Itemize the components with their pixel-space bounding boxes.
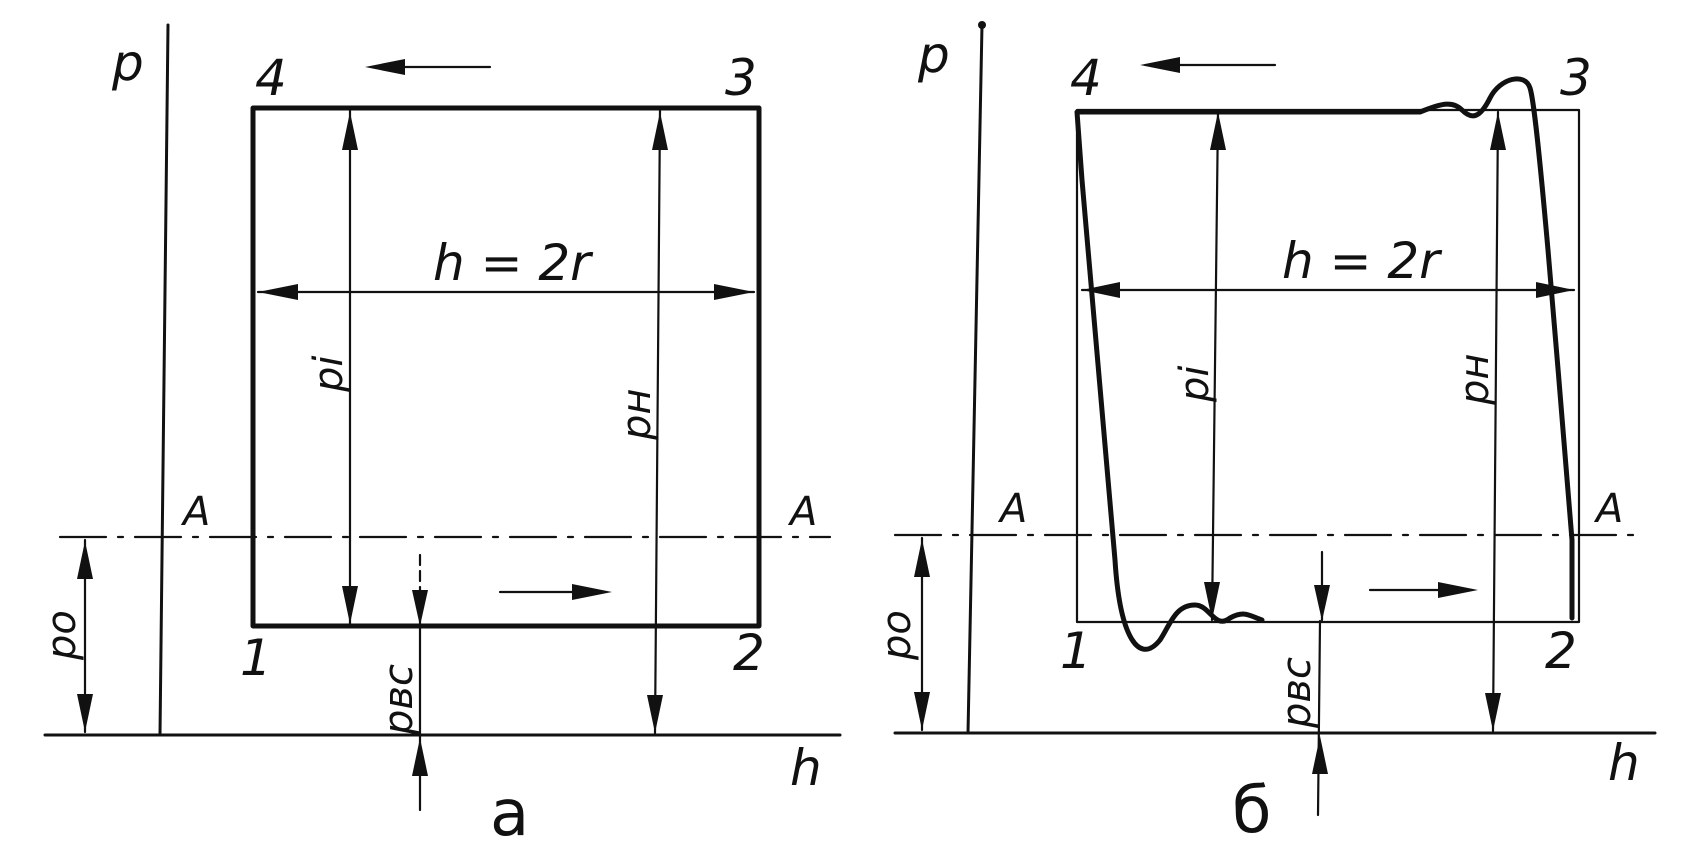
corner-4-label: 4 xyxy=(255,49,287,107)
pn-dimension-line xyxy=(1491,110,1500,733)
p-axis xyxy=(158,23,170,737)
line-A-left-label: A xyxy=(180,489,210,535)
arrow-right-icon xyxy=(1368,582,1478,598)
pi-label: pi xyxy=(306,355,352,393)
po-label: po xyxy=(39,610,85,661)
pi-dimension-line xyxy=(1210,110,1220,622)
corner-3-label: 3 xyxy=(1560,49,1592,107)
real-cycle xyxy=(1074,76,1575,652)
caption-a: а xyxy=(490,777,529,851)
pvs-dimension-line xyxy=(1316,619,1322,817)
p-axis xyxy=(966,23,984,735)
caption-b: б xyxy=(1232,774,1271,848)
pn-label: pн xyxy=(614,388,660,441)
pn-dimension-line xyxy=(653,108,662,735)
line-A-right-label: A xyxy=(787,489,817,535)
corner-3-label: 3 xyxy=(725,49,757,107)
line-A-right-label: A xyxy=(1593,486,1623,532)
diagram-b: p h 4 3 1 2 h = 2r A A pi pн po pвс б xyxy=(874,21,1657,848)
ideal-cycle xyxy=(250,105,762,629)
line-A-left-label: A xyxy=(997,486,1027,532)
stroke-label: h = 2r xyxy=(433,234,594,292)
ideal-cycle xyxy=(1075,108,1581,624)
arrow-left-icon xyxy=(1140,57,1277,73)
p-axis-label: p xyxy=(917,26,950,84)
pn-label: pн xyxy=(1452,353,1498,406)
diagram-a: p h 4 3 1 2 h = 2r A A pi pн po pвс а xyxy=(39,23,842,851)
pvs-label: pвс xyxy=(1274,657,1320,729)
arrow-left-icon xyxy=(365,59,492,75)
corner-1-label: 1 xyxy=(240,629,272,687)
pi-label: pi xyxy=(1172,365,1218,403)
h-axis-label: h xyxy=(790,739,822,797)
pvs-label: pвс xyxy=(376,664,422,736)
corner-2-label: 2 xyxy=(733,624,765,682)
po-label: po xyxy=(874,610,920,661)
arrow-right-icon xyxy=(498,584,612,600)
corner-2-label: 2 xyxy=(1545,622,1577,680)
stroke-label: h = 2r xyxy=(1282,232,1443,290)
h-axis-label: h xyxy=(1608,734,1640,792)
corner-1-label: 1 xyxy=(1060,622,1092,680)
corner-4-label: 4 xyxy=(1070,49,1102,107)
p-axis-label: p xyxy=(111,34,144,92)
